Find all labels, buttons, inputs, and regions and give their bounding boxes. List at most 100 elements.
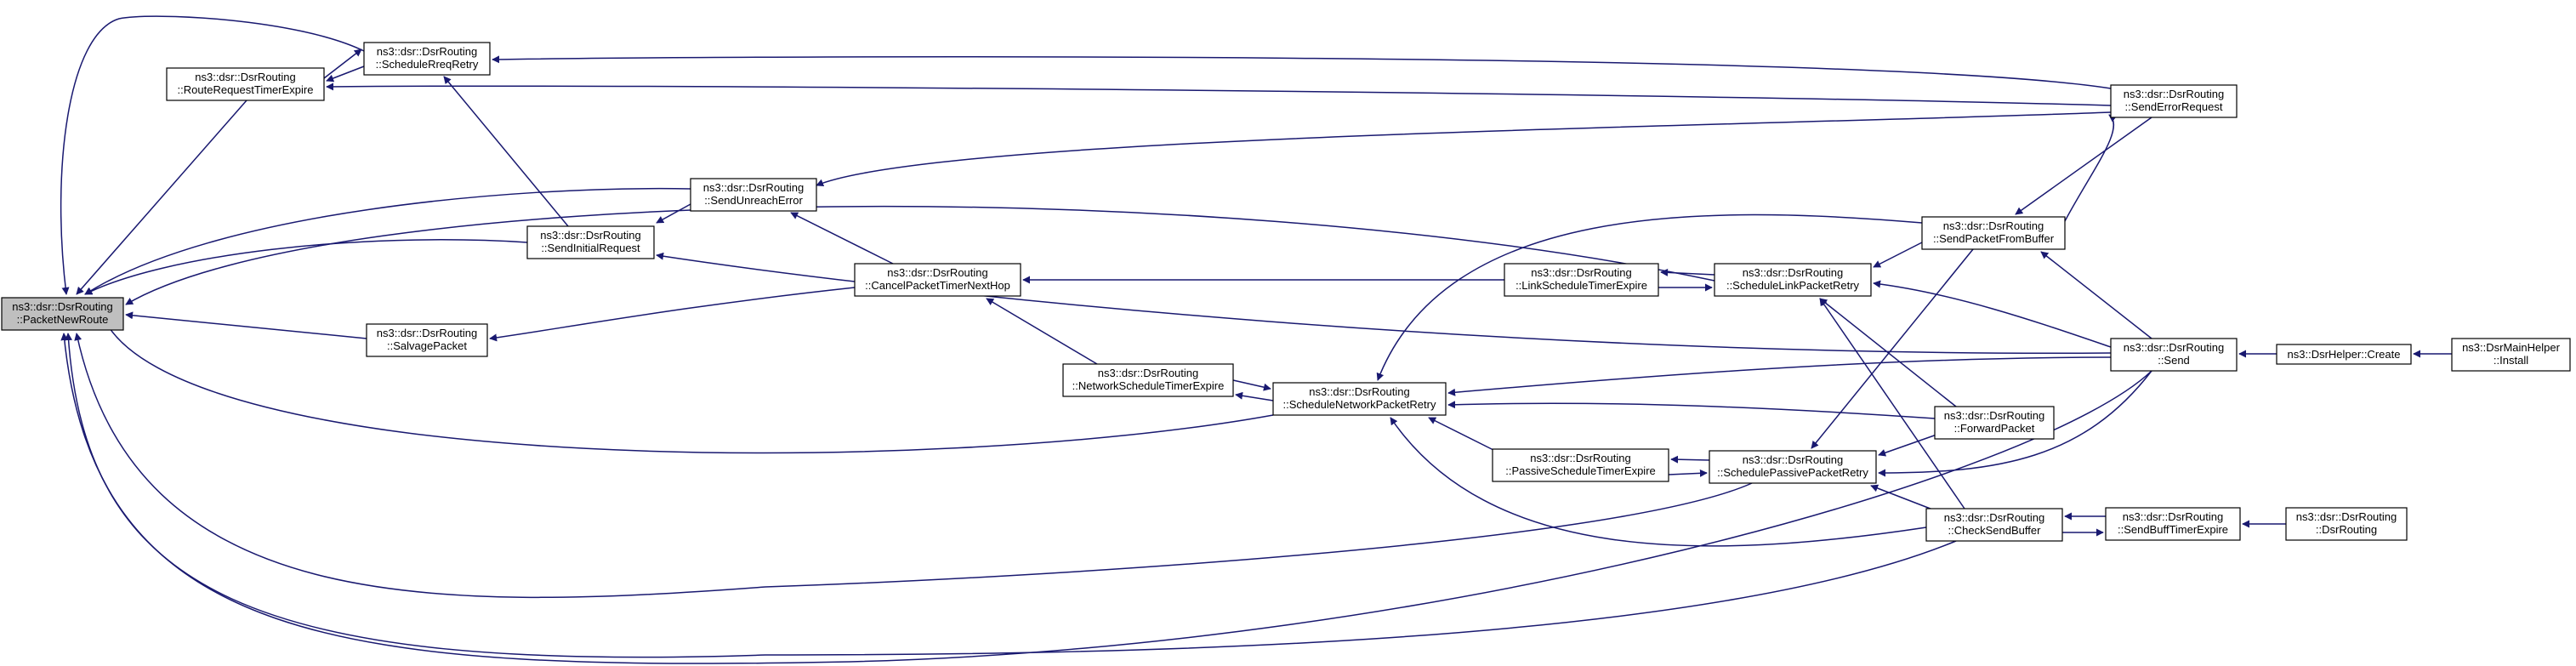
node-label-line2: ::SendInitialRequest: [541, 242, 640, 254]
edge-schedule-network-packet-retry-to-packet-new-route: [101, 314, 1274, 454]
node-box: [2105, 507, 2241, 541]
node-label-line1: ns3::dsr::DsrRouting: [703, 181, 805, 194]
node-label-line2: ::NetworkScheduleTimerExpire: [1072, 379, 1225, 392]
edge-send-unreach-error-to-packet-new-route: [84, 187, 691, 295]
node-label-line2: ::ScheduleRreqRetry: [376, 58, 479, 71]
edge-send-packet-from-buffer-to-send-error-request: [2064, 114, 2118, 222]
edge-send-to-send-packet-from-buffer: [2040, 251, 2152, 339]
edge-network-schedule-timer-expire-to-cancel-packet-timer-next-hop: [986, 298, 1098, 365]
edge-schedule-network-packet-retry-to-network-schedule-timer-expire: [1235, 391, 1274, 401]
edge-passive-schedule-timer-expire-to-schedule-network-packet-retry: [1428, 417, 1498, 453]
edge-schedule-passive-packet-retry-to-passive-schedule-timer-expire: [1670, 455, 1710, 464]
edge-forward-packet-to-schedule-link-packet-retry: [1819, 298, 1957, 407]
node-box: [366, 323, 488, 357]
node-label-line2: ::SendErrorRequest: [2125, 100, 2223, 113]
node-box: [2110, 338, 2238, 372]
node-label-line1: ns3::dsr::DsrRouting: [2123, 510, 2224, 523]
edge-send-error-request-to-send-unreach-error: [816, 111, 2112, 187]
node-network-schedule-timer-expire[interactable]: ns3::dsr::DsrRouting::NetworkScheduleTim…: [1062, 363, 1234, 397]
node-route-request-timer-expire[interactable]: ns3::dsr::DsrRouting::RouteRequestTimerE…: [166, 67, 325, 101]
node-label-line1: ns3::dsr::DsrRouting: [2124, 88, 2225, 100]
node-send-initial-request[interactable]: ns3::dsr::DsrRouting::SendInitialRequest: [526, 225, 655, 259]
node-label-line1: ns3::dsr::DsrRouting: [377, 45, 478, 58]
node-schedule-passive-packet-retry[interactable]: ns3::dsr::DsrRouting::SchedulePassivePac…: [1709, 450, 1877, 484]
node-label-line2: ::RouteRequestTimerExpire: [178, 83, 314, 96]
node-box: [1925, 508, 2063, 542]
node-box: [2110, 84, 2238, 118]
node-label-line1: ns3::dsr::DsrRouting: [1309, 385, 1410, 398]
edge-check-send-buffer-to-schedule-network-packet-retry: [1390, 417, 1927, 547]
node-forward-packet[interactable]: ns3::dsr::DsrRouting::ForwardPacket: [1934, 406, 2055, 440]
node-box: [166, 67, 325, 101]
node-dsr-routing-ctor[interactable]: ns3::dsr::DsrRouting::DsrRouting: [2285, 507, 2408, 541]
node-send-buff-timer-expire[interactable]: ns3::dsr::DsrRouting::SendBuffTimerExpir…: [2105, 507, 2241, 541]
node-label-line1: ns3::dsr::DsrRouting: [12, 300, 113, 313]
node-label-line2: ::PacketNewRoute: [17, 313, 109, 326]
edge-cancel-packet-timer-next-hop-to-send-unreach-error: [790, 212, 894, 265]
node-dsr-main-helper-install[interactable]: ns3::DsrMainHelper::Install: [2451, 338, 2571, 372]
edge-send-to-packet-new-route: [60, 333, 2152, 664]
edge-send-initial-request-to-packet-new-route: [84, 239, 528, 295]
call-edges: [60, 15, 2452, 664]
edge-salvage-packet-to-packet-new-route: [125, 311, 367, 339]
node-label-line1: ns3::dsr::DsrRouting: [1743, 266, 1844, 279]
node-passive-schedule-timer-expire[interactable]: ns3::dsr::DsrRouting::PassiveScheduleTim…: [1492, 448, 1669, 482]
edge-send-initial-request-to-schedule-rreq-retry: [443, 76, 569, 227]
node-label-line2: ::ScheduleLinkPacketRetry: [1726, 279, 1860, 292]
node-label-line2: ::CheckSendBuffer: [1948, 524, 2042, 537]
node-send-packet-from-buffer[interactable]: ns3::dsr::DsrRouting::SendPacketFromBuff…: [1921, 216, 2066, 250]
edge-forward-packet-to-schedule-passive-packet-retry: [1878, 433, 1940, 457]
node-label-line1: ns3::dsr::DsrRouting: [1943, 219, 2044, 232]
node-label-line2: ::SendPacketFromBuffer: [1933, 232, 2055, 245]
node-box: [1934, 406, 2055, 440]
node-box: [690, 178, 817, 212]
edge-check-send-buffer-to-schedule-passive-packet-retry: [1870, 484, 1936, 511]
node-box: [1492, 448, 1669, 482]
node-label-line2: ::SendBuffTimerExpire: [2118, 523, 2228, 536]
node-box: [1714, 263, 1872, 297]
edge-send-error-request-to-schedule-rreq-retry: [492, 55, 2112, 89]
edge-schedule-rreq-retry-to-route-request-timer-expire: [326, 65, 365, 83]
node-label-line2: ::CancelPacketTimerNextHop: [865, 279, 1010, 292]
node-packet-new-route: ns3::dsr::DsrRouting::PacketNewRoute: [1, 297, 124, 331]
node-schedule-link-packet-retry[interactable]: ns3::dsr::DsrRouting::ScheduleLinkPacket…: [1714, 263, 1872, 297]
node-schedule-rreq-retry[interactable]: ns3::dsr::DsrRouting::ScheduleRreqRetry: [363, 42, 491, 76]
edge-send-packet-from-buffer-to-schedule-network-packet-retry: [1376, 213, 1923, 381]
node-label-line2: ::ScheduleNetworkPacketRetry: [1283, 398, 1436, 411]
node-label-line1: ns3::dsr::DsrRouting: [887, 266, 988, 279]
node-box: [854, 263, 1021, 297]
edge-send-to-schedule-link-packet-retry: [1873, 280, 2112, 348]
node-label-line1: ns3::dsr::DsrRouting: [540, 229, 641, 242]
edge-network-schedule-timer-expire-to-schedule-network-packet-retry: [1232, 379, 1271, 391]
edge-send-error-request-to-route-request-timer-expire: [326, 83, 2112, 106]
node-label-line2: ::LinkScheduleTimerExpire: [1515, 279, 1647, 292]
node-cancel-packet-timer-next-hop[interactable]: ns3::dsr::DsrRouting::CancelPacketTimerN…: [854, 263, 1021, 297]
node-dsr-helper-create[interactable]: ns3::DsrHelper::Create: [2276, 344, 2412, 365]
node-label-line1: ns3::dsr::DsrRouting: [377, 327, 478, 339]
node-schedule-network-packet-retry[interactable]: ns3::dsr::DsrRouting::ScheduleNetworkPac…: [1272, 382, 1447, 416]
node-send-unreach-error[interactable]: ns3::dsr::DsrRouting::SendUnreachError: [690, 178, 817, 212]
node-label-line1: ns3::dsr::DsrRouting: [1944, 511, 2045, 524]
node-box: [1062, 363, 1234, 397]
node-box: [2451, 338, 2571, 372]
node-box: [2285, 507, 2408, 541]
node-label-line2: ::PassiveScheduleTimerExpire: [1505, 464, 1656, 477]
node-box: [1, 297, 124, 331]
node-label-line2: ::SchedulePassivePacketRetry: [1717, 466, 1868, 479]
node-label-line2: ::ForwardPacket: [1954, 422, 2035, 435]
node-link-schedule-timer-expire[interactable]: ns3::dsr::DsrRouting::LinkScheduleTimerE…: [1504, 263, 1659, 297]
node-check-send-buffer[interactable]: ns3::dsr::DsrRouting::CheckSendBuffer: [1925, 508, 2063, 542]
node-send[interactable]: ns3::dsr::DsrRouting::Send: [2110, 338, 2238, 372]
node-label-line1: ns3::DsrHelper::Create: [2288, 348, 2401, 361]
node-label-line1: ns3::dsr::DsrRouting: [1531, 266, 1632, 279]
node-box: [526, 225, 655, 259]
edge-schedule-rreq-retry-to-packet-new-route: [60, 15, 365, 295]
node-label-line2: ::DsrRouting: [2316, 523, 2377, 536]
edge-schedule-link-packet-retry-to-link-schedule-timer-expire: [1660, 268, 1715, 276]
node-salvage-packet[interactable]: ns3::dsr::DsrRouting::SalvagePacket: [366, 323, 488, 357]
edge-send-unreach-error-to-send-initial-request: [656, 203, 691, 224]
node-label-line2: ::SendUnreachError: [704, 194, 803, 207]
node-send-error-request[interactable]: ns3::dsr::DsrRouting::SendErrorRequest: [2110, 84, 2238, 118]
node-label-line2: ::Install: [2494, 354, 2528, 367]
